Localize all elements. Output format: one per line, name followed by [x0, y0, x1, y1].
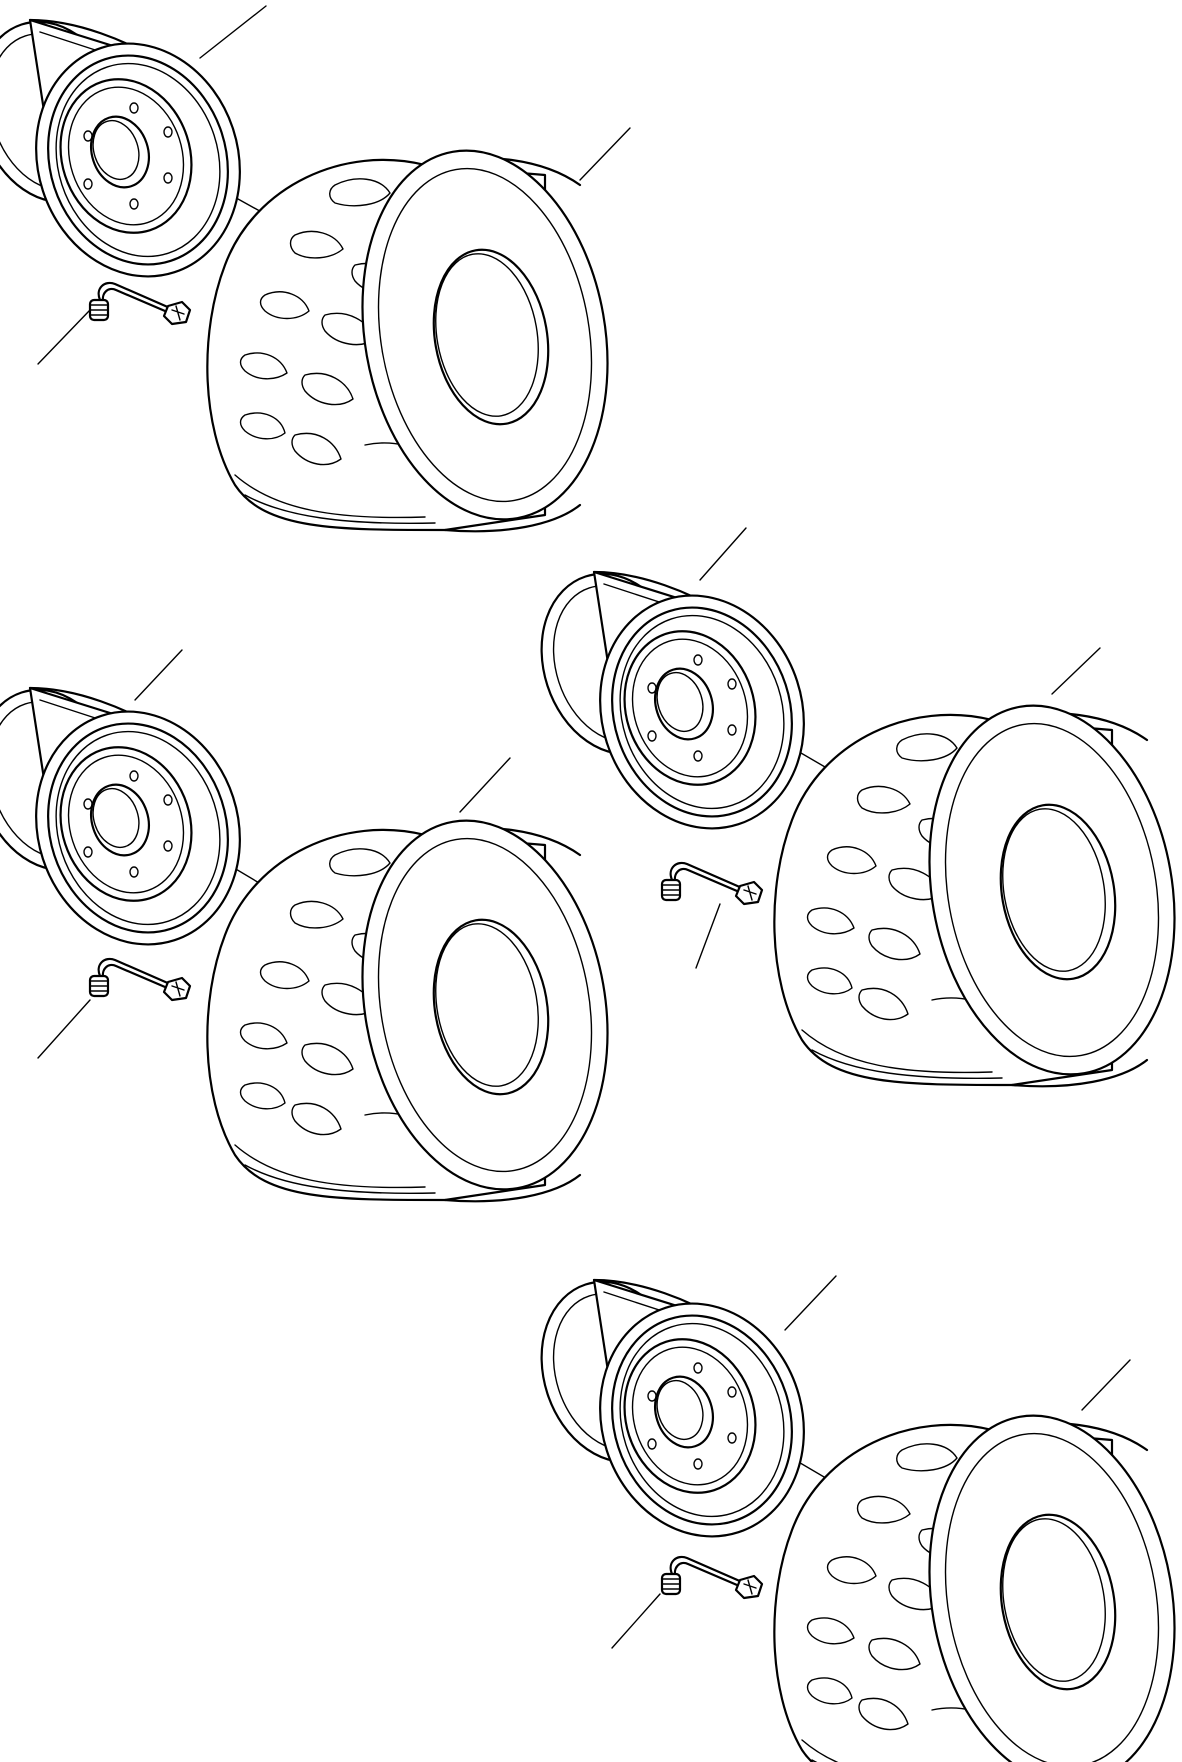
leader-line-valve-2 [37, 999, 91, 1059]
tire-valve-1 [88, 281, 192, 326]
assembly-3 [517, 527, 1182, 1096]
tire-valve-3 [660, 861, 764, 906]
leader-line-valve-3 [695, 903, 721, 969]
leader-line-valve-1 [37, 309, 91, 365]
leader-line-tire-4 [1081, 1359, 1131, 1411]
tire-4 [773, 1394, 1182, 1762]
assembly-1 [0, 1, 637, 541]
tire-valve-4 [660, 1555, 764, 1600]
tire-valve-2 [88, 957, 192, 1002]
wheel-rim-4 [517, 1261, 835, 1565]
assembly-2 [0, 649, 637, 1211]
leader-line-tire-3 [1051, 647, 1101, 695]
leader-line-rim-3 [699, 527, 747, 581]
tire-2 [206, 799, 637, 1211]
leader-line-rim-4 [784, 1275, 837, 1331]
tire-3 [773, 684, 1182, 1096]
assembly-4 [517, 1261, 1182, 1762]
leader-line-valve-4 [611, 1593, 661, 1649]
leader-line-tire-2 [459, 757, 511, 813]
leader-line-rim-1 [199, 5, 267, 59]
leader-line-rim-2 [134, 649, 183, 701]
tire-1 [206, 129, 637, 541]
leader-line-tire-1 [579, 127, 631, 181]
wheel-rim-3 [517, 553, 835, 857]
